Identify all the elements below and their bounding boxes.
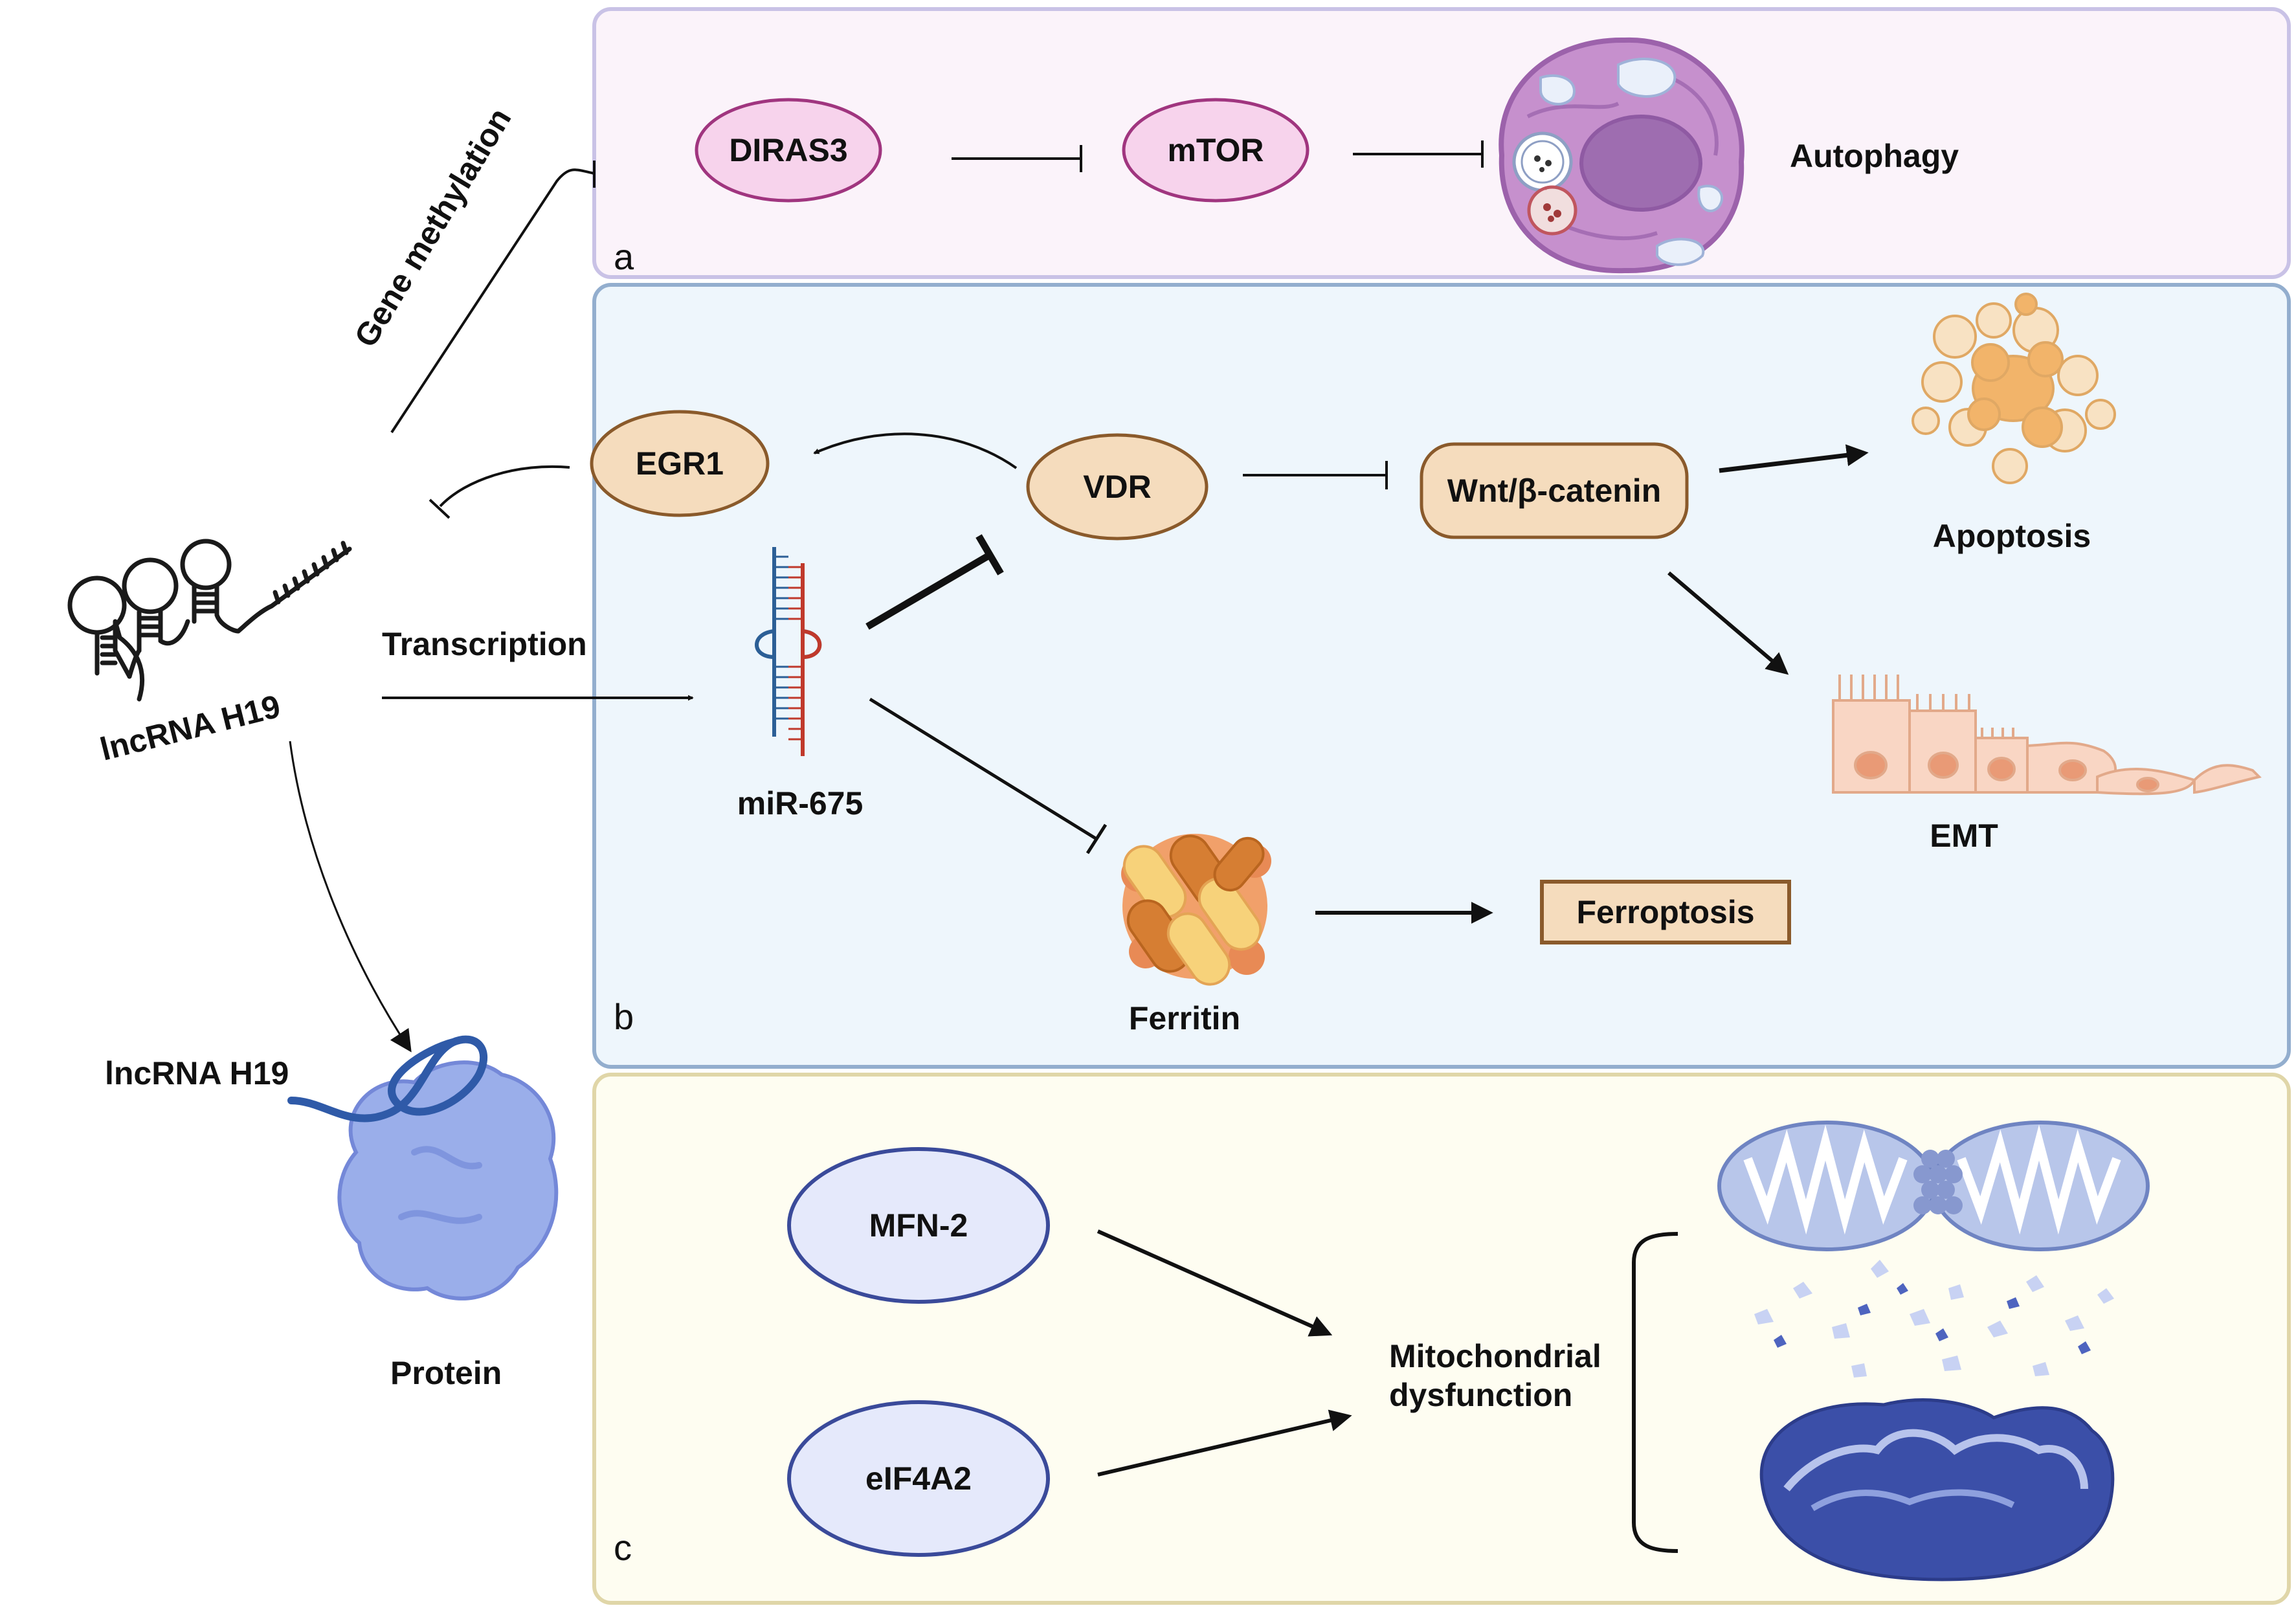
lncrna-to-protein-arrow (289, 741, 412, 1053)
eif4a2-to-mito-arrow (1097, 1409, 1352, 1477)
damaged-mitochondrion-icon (1754, 1260, 2115, 1581)
mfn2-label: MFN-2 (869, 1207, 968, 1244)
ferroptosis-label: Ferroptosis (1576, 894, 1754, 930)
diras3-node (695, 98, 882, 203)
egr1-inhibit-arrow (439, 465, 570, 508)
egr1-inhibit-bar (429, 498, 451, 519)
mfn2-node (787, 1147, 1050, 1304)
panel-b-letter: b (614, 996, 634, 1037)
mir675-label: miR-675 (737, 785, 864, 821)
vdr-to-egr1-arrow (813, 432, 1018, 469)
wnt-node (1420, 442, 1689, 539)
gene-methylation-label: Gene methylation (347, 102, 518, 353)
mir675-inhibit-ferritin (869, 697, 1098, 841)
transcription-label: Transcription (382, 626, 587, 662)
eif4a2-label: eIF4A2 (865, 1460, 972, 1497)
wnt-to-emt-arrow (1667, 571, 1789, 675)
methylation-inhibit-arrow (390, 168, 595, 434)
mtor-node (1122, 98, 1310, 203)
ferritin-icon (1121, 834, 1271, 986)
wnt-label: Wnt/β-catenin (1447, 473, 1662, 509)
vdr-node (1026, 433, 1209, 541)
mir675-inhibit-vdr (865, 552, 991, 630)
protein-label: Protein (390, 1355, 502, 1391)
autophagy-label: Autophagy (1790, 138, 1959, 174)
mir675-inhibit-ferritin-bar (1086, 823, 1108, 854)
vdr-label: VDR (1083, 469, 1152, 505)
emt-label: EMT (1930, 818, 1998, 854)
bracket (1632, 1232, 1678, 1553)
mirna-duplex-icon (755, 547, 822, 756)
mito-dysfunction-line2: dysfunction (1389, 1377, 1572, 1413)
lncrna-h19-label: lncRNA H19 (96, 688, 284, 768)
egr1-label: EGR1 (636, 445, 724, 482)
mir675-inhibit-vdr-bar (975, 534, 1004, 575)
mtor-label: mTOR (1167, 132, 1264, 168)
panel-b-background (592, 283, 2291, 1069)
ferritin-label: Ferritin (1129, 1000, 1240, 1036)
apoptosis-label: Apoptosis (1933, 518, 2091, 554)
protein-icon (287, 1035, 559, 1301)
emt-cells-icon (1832, 675, 2262, 796)
mito-dysfunction-line1: Mitochondrial (1389, 1338, 1601, 1374)
apoptosis-cell-icon (1911, 293, 2116, 484)
rna-hairpin-icon (67, 539, 352, 702)
autophagy-cell-icon (1499, 37, 1744, 274)
egr1-node (590, 410, 770, 517)
panel-c-letter: c (614, 1527, 632, 1568)
ferroptosis-node (1540, 880, 1791, 944)
eif4a2-node (787, 1400, 1050, 1557)
fused-mitochondria-icon (1717, 1121, 2150, 1251)
diras3-label: DIRAS3 (729, 132, 847, 168)
mfn2-to-mito-arrow (1097, 1229, 1333, 1337)
panel-a-background (592, 7, 2291, 279)
wnt-to-apoptosis-arrow (1719, 444, 1869, 473)
panel-a-letter: a (614, 236, 634, 277)
lncrna-h19-protein-label: lncRNA H19 (105, 1055, 289, 1091)
